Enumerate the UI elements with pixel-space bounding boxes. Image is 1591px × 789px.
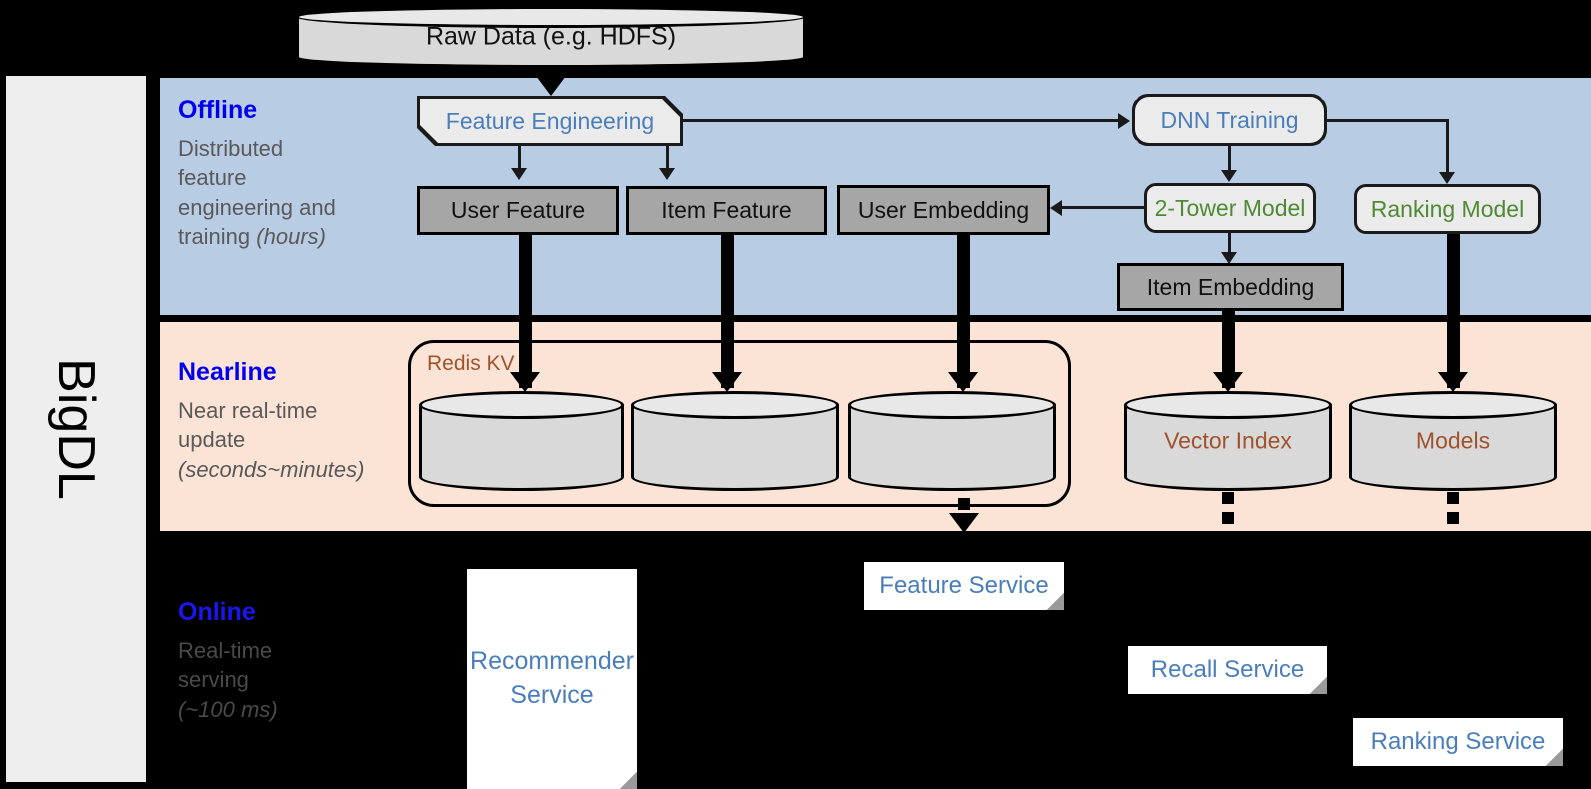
ranking-model-label: Ranking Model bbox=[1370, 195, 1525, 222]
redis-store-user-feature[interactable] bbox=[419, 391, 624, 491]
user-feature-label: User Feature bbox=[450, 197, 586, 224]
ranking-model-node[interactable]: Ranking Model bbox=[1354, 184, 1541, 234]
recall-service-label: Recall Service bbox=[1150, 656, 1305, 683]
nearline-caption: Nearline Near real-time update (seconds~… bbox=[178, 358, 393, 484]
nearline-subtitle: Near real-time update (seconds~minutes) bbox=[178, 396, 393, 484]
arrowhead-fe-dnn bbox=[1118, 113, 1130, 129]
recommender-service-node[interactable]: Recommender Service bbox=[467, 569, 637, 789]
arrowhead-fe-userfeature bbox=[511, 168, 527, 180]
models-label: Models bbox=[1415, 427, 1491, 454]
connector-dnn-ranking-h bbox=[1327, 119, 1449, 122]
recall-service-node[interactable]: Recall Service bbox=[1128, 646, 1327, 694]
offline-subtitle-line-1: Distributed bbox=[178, 136, 284, 161]
offline-title: Offline bbox=[178, 96, 258, 124]
arrowhead-userfeature-store bbox=[510, 372, 540, 392]
connector-2tower-userembedding bbox=[1062, 206, 1146, 209]
connector-fe-dnn bbox=[683, 119, 1122, 122]
raw-data-store: Raw Data (e.g. HDFS) bbox=[296, 6, 806, 68]
online-subtitle-line-2: serving bbox=[178, 667, 249, 693]
online-subtitle-line-1: Real-time bbox=[178, 638, 273, 663]
connector-rawdata-fe bbox=[546, 62, 557, 82]
feature-service-label: Feature Service bbox=[879, 572, 1049, 599]
vector-index-label: Vector Index bbox=[1164, 427, 1292, 454]
nearline-subtitle-line-2: update bbox=[178, 427, 246, 453]
online-subtitle: Real-time serving (~100 ms) bbox=[178, 636, 393, 724]
arrowhead-itemfeature-store bbox=[712, 372, 742, 392]
dash-models-2 bbox=[1447, 512, 1459, 524]
arrowhead-dnn-2tower bbox=[1221, 170, 1237, 182]
arrowhead-redis-featureservice bbox=[949, 513, 979, 533]
feature-engineering-node[interactable]: Feature Engineering bbox=[417, 96, 683, 146]
user-embedding-label: User Embedding bbox=[857, 196, 1030, 223]
arrowhead-dnn-ranking bbox=[1439, 172, 1455, 184]
offline-subtitle-line-2: feature bbox=[178, 165, 247, 191]
nearline-subtitle-line-1: Near real-time bbox=[178, 398, 318, 423]
vector-index-store[interactable]: Vector Index bbox=[1124, 391, 1332, 491]
arrowhead-rawdata-fe bbox=[536, 76, 566, 96]
feature-service-node[interactable]: Feature Service bbox=[864, 562, 1064, 610]
dash-vectorindex-2 bbox=[1222, 512, 1234, 524]
feature-engineering-label: Feature Engineering bbox=[420, 99, 680, 143]
dash-vectorindex-1 bbox=[1222, 492, 1234, 504]
arrowhead-2tower-userembedding bbox=[1050, 200, 1062, 216]
connector-fe-userfeature bbox=[518, 146, 521, 173]
offline-caption: Offline Distributed feature engineering … bbox=[178, 96, 393, 251]
arrowhead-2tower-itemembedding bbox=[1221, 252, 1237, 264]
bigdl-label: BigDL bbox=[47, 358, 106, 500]
online-subtitle-italic: (~100 ms) bbox=[178, 696, 278, 722]
redis-store-item-feature[interactable] bbox=[631, 391, 839, 491]
two-tower-model-node[interactable]: 2-Tower Model bbox=[1144, 183, 1316, 233]
pipe-itemfeature-store bbox=[721, 235, 734, 388]
pipe-rankingmodel-models bbox=[1447, 234, 1460, 388]
ranking-service-node[interactable]: Ranking Service bbox=[1353, 718, 1563, 766]
connector-2tower-itemembedding bbox=[1228, 233, 1231, 256]
online-title: Online bbox=[178, 598, 256, 626]
pipe-userfeature-store bbox=[519, 235, 532, 388]
two-tower-model-label: 2-Tower Model bbox=[1154, 194, 1306, 221]
redis-store-user-embedding[interactable] bbox=[848, 391, 1056, 491]
recommender-service-line-2: Service bbox=[510, 681, 594, 709]
connector-dnn-2tower bbox=[1228, 146, 1231, 175]
dash-redis-featureservice bbox=[958, 498, 970, 510]
offline-subtitle-line-4: training bbox=[178, 223, 257, 249]
arrowhead-rankingmodel-models bbox=[1438, 372, 1468, 392]
dnn-training-label: DNN Training bbox=[1135, 97, 1324, 143]
arrowhead-userembedding-store bbox=[948, 372, 978, 392]
redis-kv-label: Redis KV bbox=[427, 352, 515, 375]
dnn-training-node[interactable]: DNN Training bbox=[1126, 88, 1333, 152]
connector-fe-itemfeature bbox=[666, 146, 669, 173]
bigdl-framework-rail: BigDL bbox=[6, 76, 146, 782]
online-caption: Online Real-time serving (~100 ms) bbox=[178, 598, 393, 724]
redis-kv-container bbox=[408, 340, 1071, 507]
pipe-itemembedding-vectorindex bbox=[1222, 311, 1235, 388]
item-feature-label: Item Feature bbox=[661, 197, 792, 224]
feature-engineering-text: Feature Engineering bbox=[445, 107, 655, 134]
offline-subtitle: Distributed feature engineering and trai… bbox=[178, 134, 393, 251]
pipe-userembedding-store bbox=[957, 235, 970, 388]
user-feature-node[interactable]: User Feature bbox=[417, 186, 619, 235]
offline-subtitle-line-3: engineering and bbox=[178, 194, 336, 220]
dash-models-1 bbox=[1447, 492, 1459, 504]
ranking-service-label: Ranking Service bbox=[1370, 728, 1546, 755]
raw-data-top bbox=[296, 6, 806, 28]
dnn-training-text: DNN Training bbox=[1160, 106, 1299, 133]
item-embedding-node[interactable]: Item Embedding bbox=[1117, 263, 1344, 311]
item-embedding-label: Item Embedding bbox=[1146, 273, 1315, 300]
recommender-service-line-1: Recommender bbox=[470, 647, 634, 676]
connector-dnn-ranking-v bbox=[1446, 119, 1449, 177]
arrowhead-fe-itemfeature bbox=[659, 168, 675, 180]
arrowhead-itemembedding-vectorindex bbox=[1213, 372, 1243, 392]
raw-data-label: Raw Data (e.g. HDFS) bbox=[425, 22, 677, 51]
item-feature-node[interactable]: Item Feature bbox=[626, 186, 827, 235]
offline-subtitle-italic: (hours) bbox=[256, 223, 326, 249]
user-embedding-node[interactable]: User Embedding bbox=[837, 185, 1050, 235]
nearline-subtitle-italic: (seconds~minutes) bbox=[178, 456, 365, 482]
nearline-title: Nearline bbox=[178, 358, 277, 386]
recommender-service-label: Recommender Service bbox=[470, 645, 634, 713]
models-store[interactable]: Models bbox=[1349, 391, 1557, 491]
